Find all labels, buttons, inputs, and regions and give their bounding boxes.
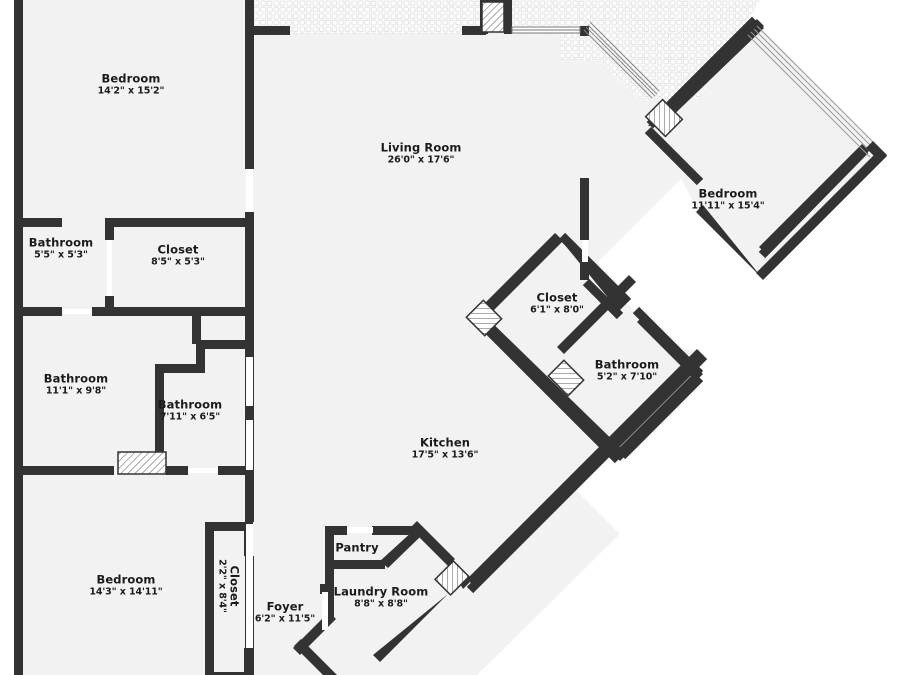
opening-pantry — [347, 527, 373, 533]
wall-innerbath-bottom-b — [218, 466, 254, 475]
opening-bedroom-left — [246, 168, 253, 216]
sliding-door-living — [511, 26, 581, 34]
door-laundry-diagonal — [433, 559, 471, 597]
door-balcony-diagonal — [644, 98, 684, 138]
wall-narrowcloset-right-b — [244, 648, 253, 675]
wall-pantry-bottom — [325, 560, 385, 569]
door-openings — [63, 168, 588, 648]
opening-inner-bath-right — [246, 356, 253, 408]
wall-laundry-diag-lowleft-b — [294, 639, 337, 675]
opening-closet-left — [107, 240, 112, 296]
wall-pantry-diag-right — [410, 521, 455, 566]
wall-bath-top-left — [14, 218, 62, 227]
wall-living-top-b — [462, 26, 486, 35]
wall-living-top-a — [252, 26, 290, 35]
opening-inner-bath-bottom — [189, 468, 217, 473]
opening-closet-narrow — [246, 556, 253, 648]
wall-laundry-left — [325, 584, 334, 618]
window-frame-ne — [866, 141, 887, 162]
wall-bath-bottom-b — [92, 307, 114, 316]
wall-hallbath-bottom — [14, 466, 114, 475]
wall-laundry-diag-lowright — [373, 587, 455, 662]
door-bathroom-diagonal — [547, 359, 585, 397]
wall-living-right-b — [580, 262, 589, 280]
opening-foyer-hall — [246, 524, 253, 558]
wall-closet-left-b — [105, 296, 114, 316]
wall-pantry-left — [325, 526, 334, 584]
wall-diagbed-se — [758, 146, 869, 259]
wall-closet-top — [105, 218, 254, 227]
wall-closet-bottom — [105, 307, 254, 316]
door-balcony-top — [481, 1, 505, 33]
wall-pantry-top-b — [372, 526, 414, 535]
wall-innerbath-stub — [192, 316, 201, 344]
wall-living-right-a — [580, 178, 589, 240]
floor-fills — [14, 0, 884, 675]
wall-exterior-left — [14, 0, 23, 675]
window-glazing-ne — [747, 25, 880, 158]
wall-innerbath-top — [196, 340, 254, 349]
thick-diagonals — [648, 19, 887, 280]
opening-laundry-foyer — [322, 592, 328, 630]
wall-innerbath-bottom-a — [166, 466, 188, 475]
opening-hall — [246, 420, 253, 472]
wall-left-living-b — [245, 214, 254, 322]
wall-innerbath-step-top — [155, 364, 205, 373]
doors — [117, 1, 684, 597]
sliding-door-balcony-diag — [583, 21, 660, 99]
door-closet-wing-west — [465, 299, 503, 337]
opening-living-right — [582, 238, 588, 264]
wall-left-living-a — [245, 0, 254, 168]
wall-closet-left-a — [105, 222, 114, 240]
wall-narrowcloset-left — [205, 522, 214, 675]
opening-bathroom-small — [63, 309, 91, 314]
wing-geometry — [467, 233, 704, 586]
wall-innerbath-left — [155, 364, 164, 474]
door-inner-bathroom — [117, 451, 167, 475]
wall-bath-bottom-a — [14, 307, 62, 316]
wall-narrowcloset-top — [205, 522, 253, 531]
wall-innerbath-step-v — [196, 340, 205, 368]
wall-left-living-d — [245, 474, 254, 522]
wall-pantry-diag — [380, 530, 420, 568]
wall-balcony-door-jamb-b — [504, 0, 512, 34]
wall-pantry-top-a — [325, 526, 347, 535]
wall-narrowcloset-bottom — [205, 672, 253, 675]
wall-stubs — [245, 160, 589, 479]
